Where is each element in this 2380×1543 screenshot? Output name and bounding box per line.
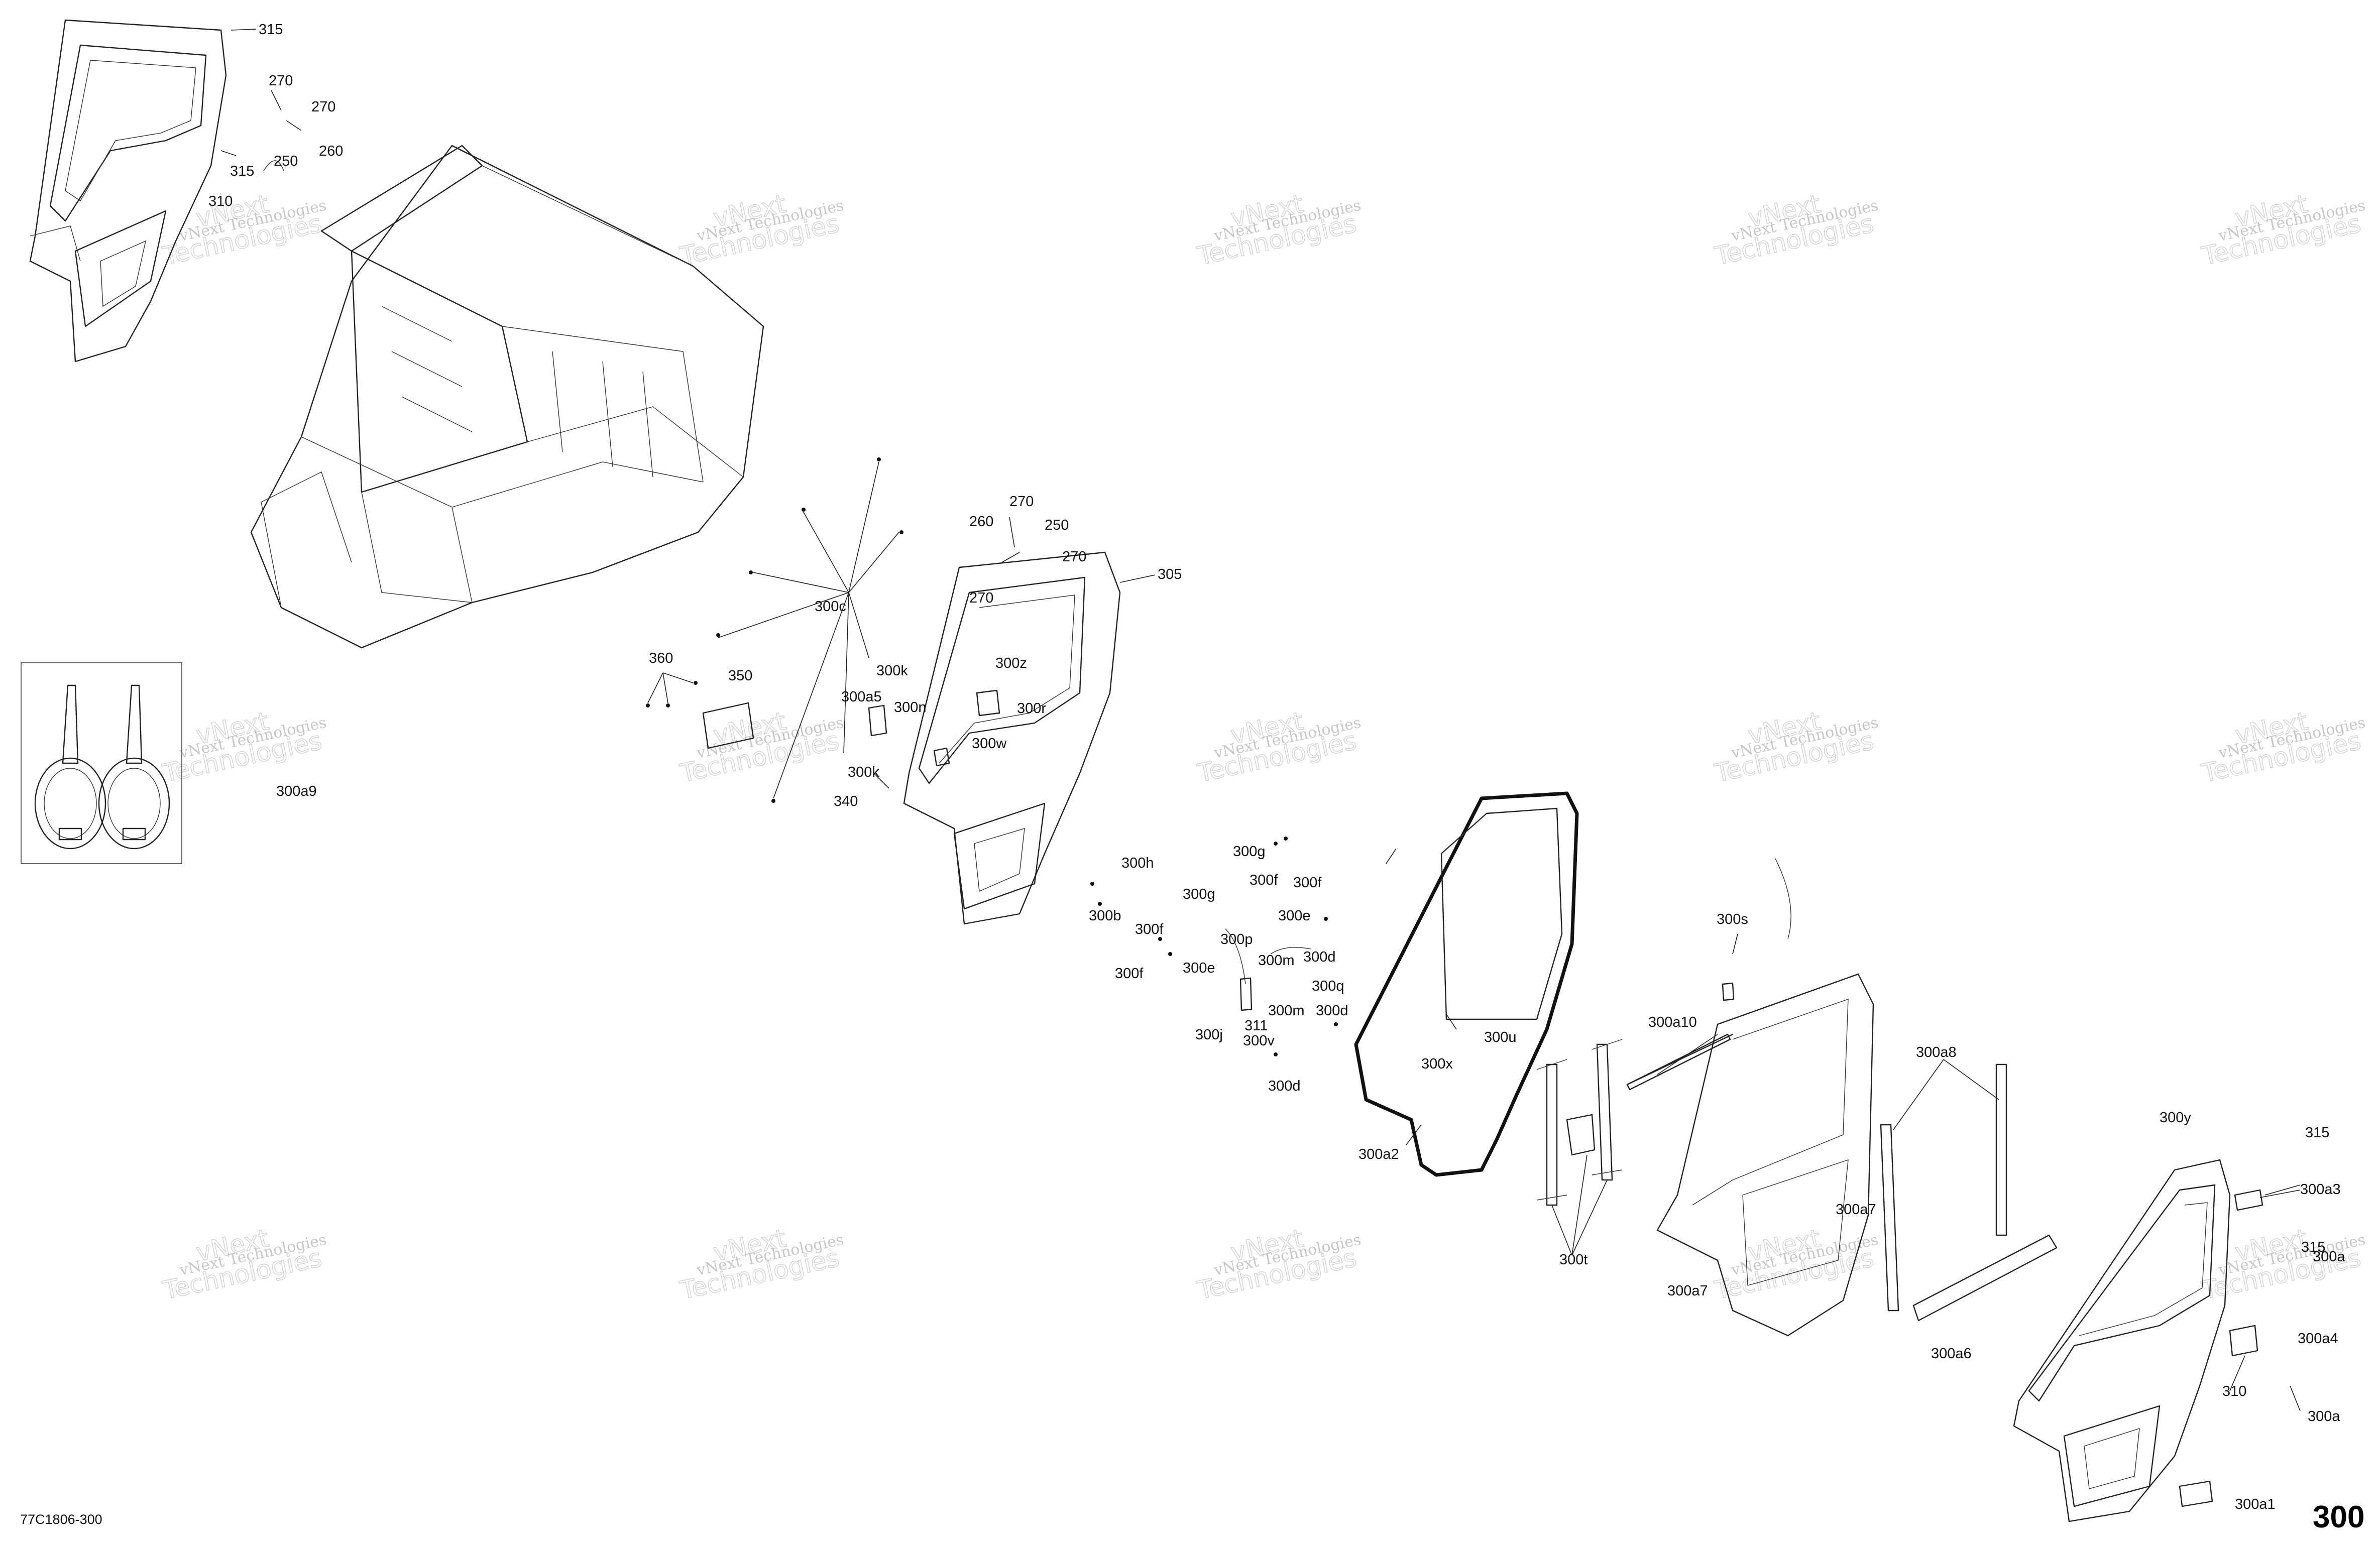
page-number: 300 (2313, 1500, 2364, 1534)
callout-360: 360 (649, 650, 673, 666)
callout-315: 315 (2305, 1125, 2329, 1141)
glass-run-channels (1880, 1063, 2058, 1322)
watermark: vNext Technologies vNext Technologies (1712, 706, 1880, 788)
watermark: vNext Technologies vNext Technologies (160, 1223, 328, 1305)
key-icon (34, 684, 106, 850)
callout-260: 260 (969, 514, 993, 530)
callout-340: 340 (834, 793, 858, 809)
callout-300p: 300p (1220, 931, 1253, 947)
callout-300t: 300t (1559, 1252, 1588, 1268)
window-regulators (1536, 1039, 1623, 1206)
small-parts (263, 160, 2263, 1507)
right-door-assembly (2013, 1159, 2231, 1522)
watermark: vNext Technologies vNext Technologies (1194, 706, 1363, 788)
callout-270: 270 (1062, 549, 1086, 565)
callout-300w: 300w (972, 736, 1007, 752)
callout-300r: 300r (1017, 700, 1046, 717)
watermark: vNext Technologies vNext Technologies (677, 1223, 845, 1305)
callout-311: 311 (1244, 1018, 1268, 1034)
watermark: vNext Technologies vNext Technologies (677, 706, 845, 788)
callout-300u: 300u (1484, 1029, 1517, 1045)
callout-300a5: 300a5 (841, 689, 882, 705)
callout-300a: 300a (2313, 1249, 2345, 1265)
callout-315: 315 (2301, 1239, 2325, 1255)
callout-300e: 300e (1278, 908, 1311, 924)
watermark: vNext Technologies vNext Technologies (160, 706, 328, 788)
callout-300k: 300k (848, 764, 879, 780)
watermark: vNext Technologies vNext Technologies (677, 189, 845, 271)
callout-300a10: 300a10 (1648, 1014, 1697, 1030)
callout-300a8: 300a8 (1916, 1044, 1957, 1060)
callout-300a6: 300a6 (1931, 1346, 1972, 1362)
callout-300d: 300d (1303, 949, 1336, 965)
callout-300n: 300n (894, 699, 927, 716)
callout-300g: 300g (1183, 886, 1215, 902)
callout-250: 250 (274, 153, 298, 169)
callout-250: 250 (1045, 517, 1069, 533)
callout-300a: 300a (2308, 1408, 2340, 1425)
callout-350: 350 (728, 668, 752, 684)
watermark: vNext Technologies vNext Technologies (2199, 189, 2367, 271)
callout-300a4: 300a4 (2298, 1331, 2338, 1347)
callout-310: 310 (208, 193, 233, 209)
vehicle-frame (250, 145, 764, 649)
callout-310: 310 (2222, 1383, 2246, 1399)
callout-300h: 300h (1121, 855, 1154, 871)
callout-300a3: 300a3 (2300, 1181, 2341, 1198)
callout-300m: 300m (1268, 1003, 1305, 1019)
callout-300s: 300s (1717, 911, 1748, 927)
callout-300y: 300y (2160, 1110, 2191, 1126)
callout-315: 315 (230, 163, 254, 179)
callout-260: 260 (319, 143, 343, 159)
left-door-assembly (29, 19, 227, 363)
leader-lines (220, 29, 2301, 1411)
callout-300a2: 300a2 (1358, 1146, 1399, 1162)
drawing-code: 77C1806-300 (20, 1512, 102, 1527)
watermark: vNext Technologies vNext Technologies (1712, 1223, 1880, 1305)
callout-300a1: 300a1 (2235, 1496, 2276, 1512)
callout-315: 315 (259, 22, 283, 38)
watermark: vNext Technologies vNext Technologies (1712, 189, 1880, 271)
callout-300m: 300m (1258, 953, 1295, 969)
callout-300x: 300x (1421, 1056, 1453, 1072)
fastener-dots (646, 457, 1338, 1056)
callout-300z: 300z (995, 655, 1027, 671)
callout-300c: 300c (815, 599, 846, 615)
keys-inset (21, 662, 182, 864)
callout-300a7: 300a7 (1836, 1202, 1876, 1218)
callout-270: 270 (269, 73, 293, 89)
callout-300g: 300g (1233, 844, 1266, 860)
callout-300e: 300e (1183, 960, 1215, 976)
callout-300v: 300v (1243, 1033, 1275, 1049)
callout-300j: 300j (1195, 1027, 1223, 1043)
front-door-assembly (903, 551, 1121, 925)
callout-300a9: 300a9 (276, 783, 317, 799)
callout-300k: 300k (876, 663, 908, 679)
watermark-layer: vNext Technologies vNext Technologies vN… (160, 189, 2367, 1305)
callout-300d: 300d (1316, 1003, 1348, 1019)
key-icon (98, 684, 170, 850)
callout-300a7: 300a7 (1667, 1283, 1708, 1299)
watermark: vNext Technologies vNext Technologies (1194, 1223, 1363, 1305)
callout-300f: 300f (1115, 966, 1144, 982)
callout-labels: 315 270 270 250 260 315 310 300a9 360 35… (208, 22, 2345, 1512)
callout-300f: 300f (1293, 875, 1322, 891)
watermark: vNext Technologies vNext Technologies (1194, 189, 1363, 271)
callout-300q: 300q (1312, 978, 1344, 994)
watermark: vNext Technologies vNext Technologies (2199, 706, 2367, 788)
callout-305: 305 (1158, 566, 1182, 582)
callout-270: 270 (311, 99, 335, 115)
callout-300b: 300b (1089, 908, 1121, 924)
callout-300f: 300f (1250, 872, 1278, 888)
callout-270: 270 (969, 590, 993, 606)
window-seal (1354, 791, 1579, 1177)
callout-270: 270 (1009, 494, 1034, 510)
callout-300d: 300d (1268, 1078, 1301, 1094)
callout-300f: 300f (1135, 921, 1164, 937)
watermark: vNext Technologies vNext Technologies (160, 189, 328, 271)
